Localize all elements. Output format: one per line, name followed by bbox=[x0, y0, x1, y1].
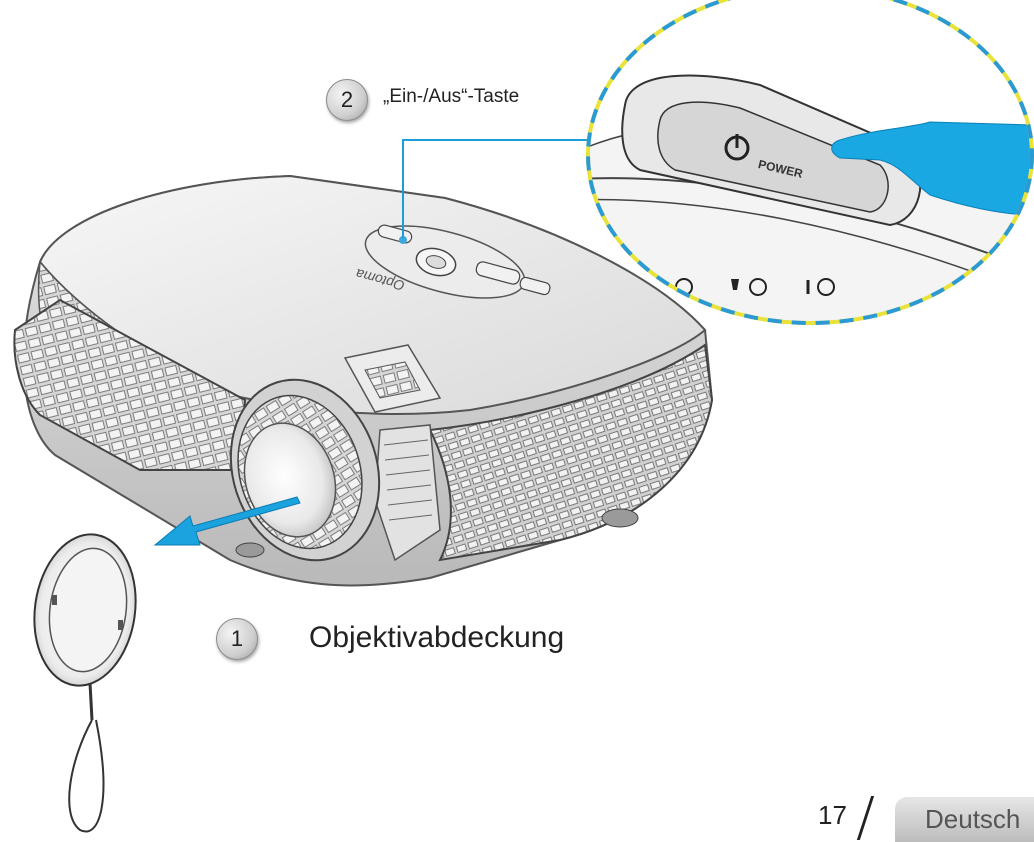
page-number: 17 bbox=[818, 800, 847, 831]
callout-2-number: 2 bbox=[326, 79, 368, 121]
callout-lens-cap-label: Objektivabdeckung bbox=[309, 621, 564, 655]
callout-power-key-label: „Ein-/Aus“-Taste bbox=[383, 86, 519, 108]
projector-body: Optoma bbox=[14, 176, 712, 585]
callout-1-number: 1 bbox=[216, 618, 258, 660]
language-tab-label: Deutsch bbox=[925, 804, 1020, 835]
lens-cap bbox=[25, 528, 145, 832]
